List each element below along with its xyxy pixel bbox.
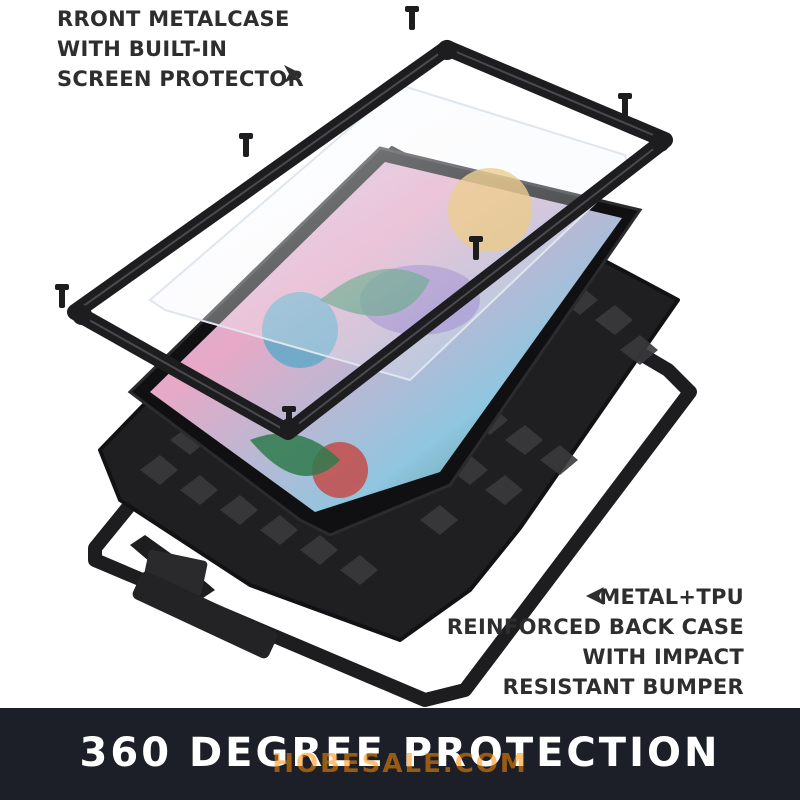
arrow-right-icon (284, 65, 302, 83)
screws (55, 6, 632, 430)
front-metal-frame (67, 40, 673, 440)
callout-bottom-line-2: REINFORCED BACK CASE (446, 615, 744, 639)
exploded-case-illustration (55, 6, 697, 707)
watermark: HOBESALE.COM (272, 749, 528, 779)
footer-banner: 360 DEGREE PROTECTION HOBESALE.COM (0, 708, 800, 800)
callout-bottom-line-4: RESISTANT BUMPER (502, 675, 744, 699)
callout-bottom-line-3: WITH IMPACT (582, 645, 744, 669)
callout-top-line-1: RRONT METALCASE (57, 7, 290, 31)
callout-back-case: METAL+TPU REINFORCED BACK CASE WITH IMPA… (447, 582, 744, 702)
callout-bottom-line-1: METAL+TPU (599, 585, 744, 609)
callout-top-line-2: WITH BUILT-IN (57, 37, 228, 61)
arrow-left-icon (586, 587, 604, 605)
footer-title: 360 DEGREE PROTECTION (79, 730, 721, 776)
callout-front-metalcase: RRONT METALCASE WITH BUILT-IN SCREEN PRO… (57, 4, 304, 94)
callout-top-line-3: SCREEN PROTECTOR (57, 67, 304, 91)
